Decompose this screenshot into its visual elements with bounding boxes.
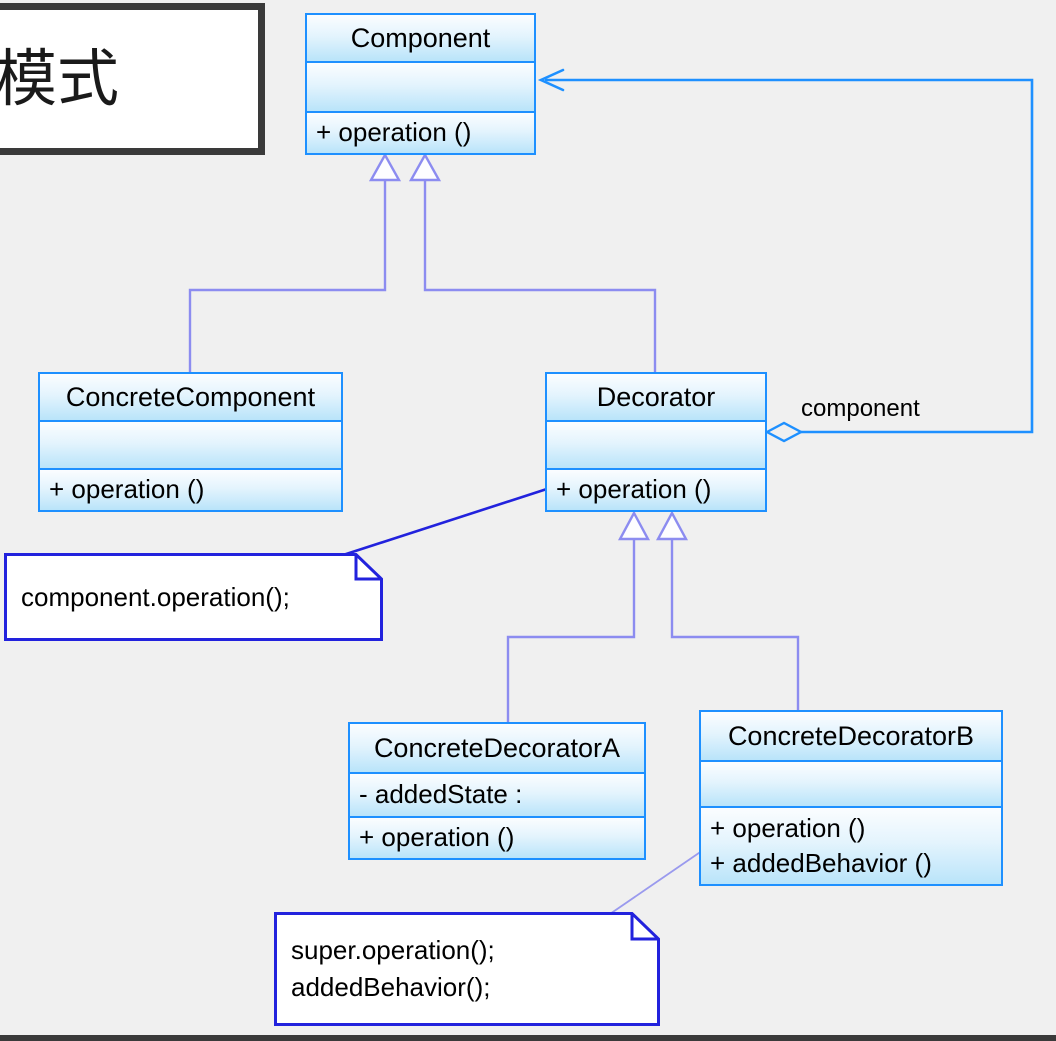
class-box-concretedecoratorb[interactable]: ConcreteDecoratorB + operation () + adde…: [699, 710, 1003, 886]
class-name-label: Decorator: [596, 381, 716, 412]
class-attributes-compartment: [547, 420, 765, 468]
class-box-concretecomponent[interactable]: ConcreteComponent + operation (): [38, 372, 343, 512]
class-name-compartment: Decorator: [547, 374, 765, 420]
class-attributes-compartment: [307, 61, 534, 111]
note-shape: [274, 912, 660, 1026]
note-text-body: super.operation(); addedBehavior();: [291, 912, 650, 1026]
note-anchor-decorator: [339, 485, 554, 558]
class-name-label: ConcreteDecoratorB: [727, 720, 975, 751]
class-name-compartment: Component: [307, 15, 534, 61]
class-name-compartment: ConcreteDecoratorB: [701, 712, 1001, 760]
class-box-component[interactable]: Component + operation (): [305, 13, 536, 155]
operation-label: + operation (): [556, 474, 712, 505]
note-shape: [4, 553, 383, 641]
class-attributes-compartment: [40, 420, 341, 468]
operation-label: + operation (): [359, 822, 515, 853]
class-name-compartment: ConcreteDecoratorA: [350, 724, 644, 772]
class-attributes-compartment: - addedState :: [350, 772, 644, 816]
pattern-title-box: 模式: [0, 3, 265, 155]
operation-label: + operation (): [710, 812, 866, 843]
generalization-concretedecoratorb-to-decorator: [655, 510, 800, 710]
class-box-concretedecoratora[interactable]: ConcreteDecoratorA - addedState : + oper…: [348, 722, 646, 860]
class-name-label: ConcreteDecoratorA: [373, 732, 621, 763]
operation-label: + operation (): [316, 117, 472, 148]
attribute-label: - addedState :: [359, 779, 523, 810]
class-attributes-compartment: [701, 760, 1001, 806]
class-operations-compartment: + operation (): [547, 468, 765, 510]
class-operations-compartment: + operation (): [40, 468, 341, 510]
page-title: 模式: [0, 42, 120, 115]
generalization-decorator-to-component: [408, 152, 657, 372]
class-operations-compartment: + operation (): [350, 816, 644, 858]
class-name-compartment: ConcreteComponent: [40, 374, 341, 420]
class-box-decorator[interactable]: Decorator + operation (): [545, 372, 767, 512]
note-line: component.operation();: [21, 581, 290, 612]
note-text-body: component.operation();: [21, 553, 373, 641]
class-operations-compartment: + operation (): [307, 111, 534, 153]
note-line: super.operation();: [291, 935, 495, 966]
window-bottom-border: [0, 1035, 1056, 1041]
aggregation-role-label: component: [801, 395, 920, 422]
operation-label: + addedBehavior (): [710, 848, 932, 878]
note-concretedecoratorb[interactable]: super.operation(); addedBehavior();: [274, 912, 660, 1026]
note-decorator[interactable]: component.operation();: [4, 553, 383, 641]
generalization-concretecomponent-to-component: [188, 152, 402, 372]
generalization-concretedecoratora-to-decorator: [506, 510, 651, 722]
class-name-label: ConcreteComponent: [65, 381, 316, 412]
operation-label: + operation (): [49, 474, 205, 505]
class-name-label: Component: [350, 22, 491, 53]
note-line: addedBehavior();: [291, 972, 491, 1002]
class-operations-compartment: + operation () + addedBehavior (): [701, 806, 1001, 884]
